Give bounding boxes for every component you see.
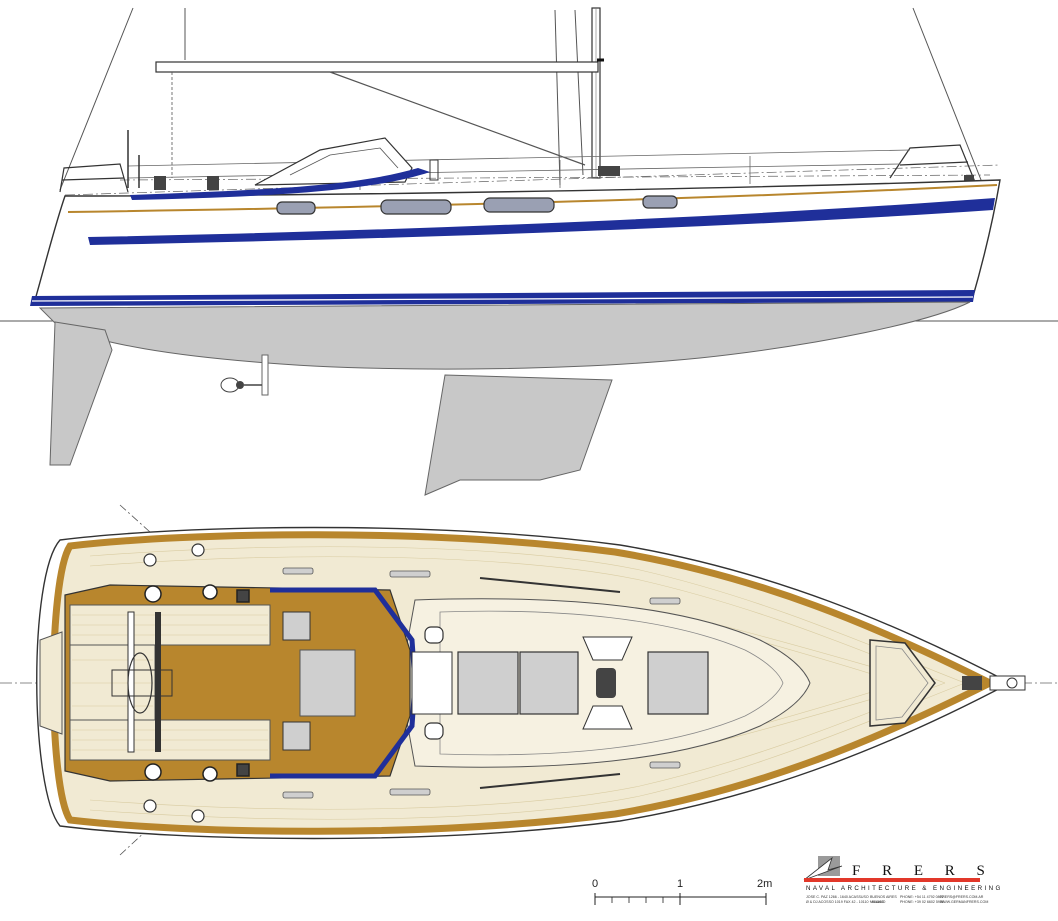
logo-address-right-1: PHONE: +54 11 4792 0802 xyxy=(900,895,944,899)
logo-address-mid-2: MILANO xyxy=(870,900,884,904)
propeller xyxy=(220,354,269,396)
rigging xyxy=(59,7,986,191)
scale-label-0: 0 xyxy=(592,878,598,890)
underwater-hull xyxy=(38,301,971,370)
coachroof-stripe xyxy=(130,168,430,200)
portlights xyxy=(276,195,678,215)
logo-subtitle: NAVAL ARCHITECTURE & ENGINEERING xyxy=(806,885,1003,892)
anchor-locker xyxy=(869,639,936,727)
deck-hatches xyxy=(457,651,709,715)
cockpit-lockers xyxy=(282,611,311,751)
scale-label-1: 1 xyxy=(677,878,683,890)
profile-view xyxy=(0,7,1058,496)
seat-planking xyxy=(72,614,268,751)
stern-pulpit xyxy=(59,163,129,193)
mast-base-icon xyxy=(582,636,633,730)
boom xyxy=(155,58,604,178)
companionway-hatch xyxy=(411,651,453,715)
boot-white-line xyxy=(31,296,974,302)
mast xyxy=(591,7,601,179)
coachroof-inner xyxy=(439,610,784,756)
swim-platform xyxy=(39,631,63,735)
keel xyxy=(424,374,613,496)
logo-name: F R E R S xyxy=(852,863,994,879)
hull-topsides xyxy=(34,179,1001,301)
sheer-blue-stripe xyxy=(88,198,995,245)
winch-icon xyxy=(144,584,250,782)
bow-pulpit xyxy=(889,144,976,183)
logo-address-mid-1: BUENOS AIRES xyxy=(870,895,897,899)
scale-bar: 0 1 2m xyxy=(592,878,772,905)
logo-address-left-2: Ø & DJ ACOSSO 1019 FAX 42 - 10110 · MILA… xyxy=(806,900,886,904)
deck-portlights xyxy=(282,567,681,799)
winch-icon xyxy=(127,130,974,190)
frers-logo: F R E R S NAVAL ARCHITECTURE & ENGINEERI… xyxy=(803,856,1003,904)
cleat-icon xyxy=(143,543,205,823)
logo-address-right-2: PHONE: +39 02 6602 5950 xyxy=(900,900,944,904)
rudder xyxy=(49,321,113,466)
logo-mark-icon xyxy=(803,856,843,881)
anchor-locker-inner xyxy=(875,645,929,721)
scale-label-2m: 2m xyxy=(757,878,772,890)
boot-stripe xyxy=(30,290,975,306)
deck-plan-view xyxy=(0,504,1058,856)
logo-red-bar xyxy=(804,878,980,882)
logo-address-far-1: FRERS@FRERS.COM.AR xyxy=(940,895,984,899)
bow-fitting-icon xyxy=(962,675,1026,691)
teak-planking xyxy=(89,546,966,820)
steering-wheel-icon xyxy=(111,611,173,753)
logo-address-far-2: WWW.GERMANFRERS.COM xyxy=(940,900,988,904)
cabin-winch-icon xyxy=(424,626,444,740)
lifelines xyxy=(127,149,911,190)
logo-address-left-1: JOSE C. PAZ 1266 - 1640 ACASSUSO xyxy=(806,895,869,899)
genoa-tracks xyxy=(479,577,621,789)
